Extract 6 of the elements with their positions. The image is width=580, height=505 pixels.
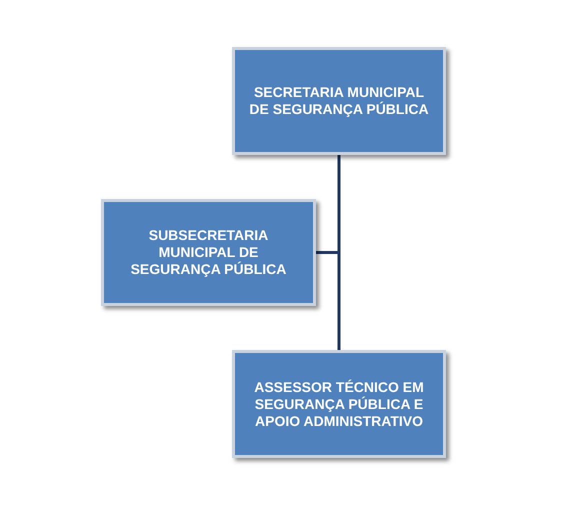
box-title: ASSESSOR TÉCNICO EM SEGURANÇA PÚBLICA E APOIO ADMINISTRATIVO bbox=[253, 378, 425, 430]
org-box bbox=[232, 47, 446, 155]
box-title: SUBSECRETARIA MUNICIPAL DE SEGURANÇA PÚBLICA bbox=[130, 227, 288, 278]
box-title: SECRETARIA MUNICIPAL DE SEGURANÇA PÚBLICA bbox=[248, 84, 430, 118]
org-box bbox=[101, 199, 316, 306]
org-box bbox=[232, 350, 446, 458]
